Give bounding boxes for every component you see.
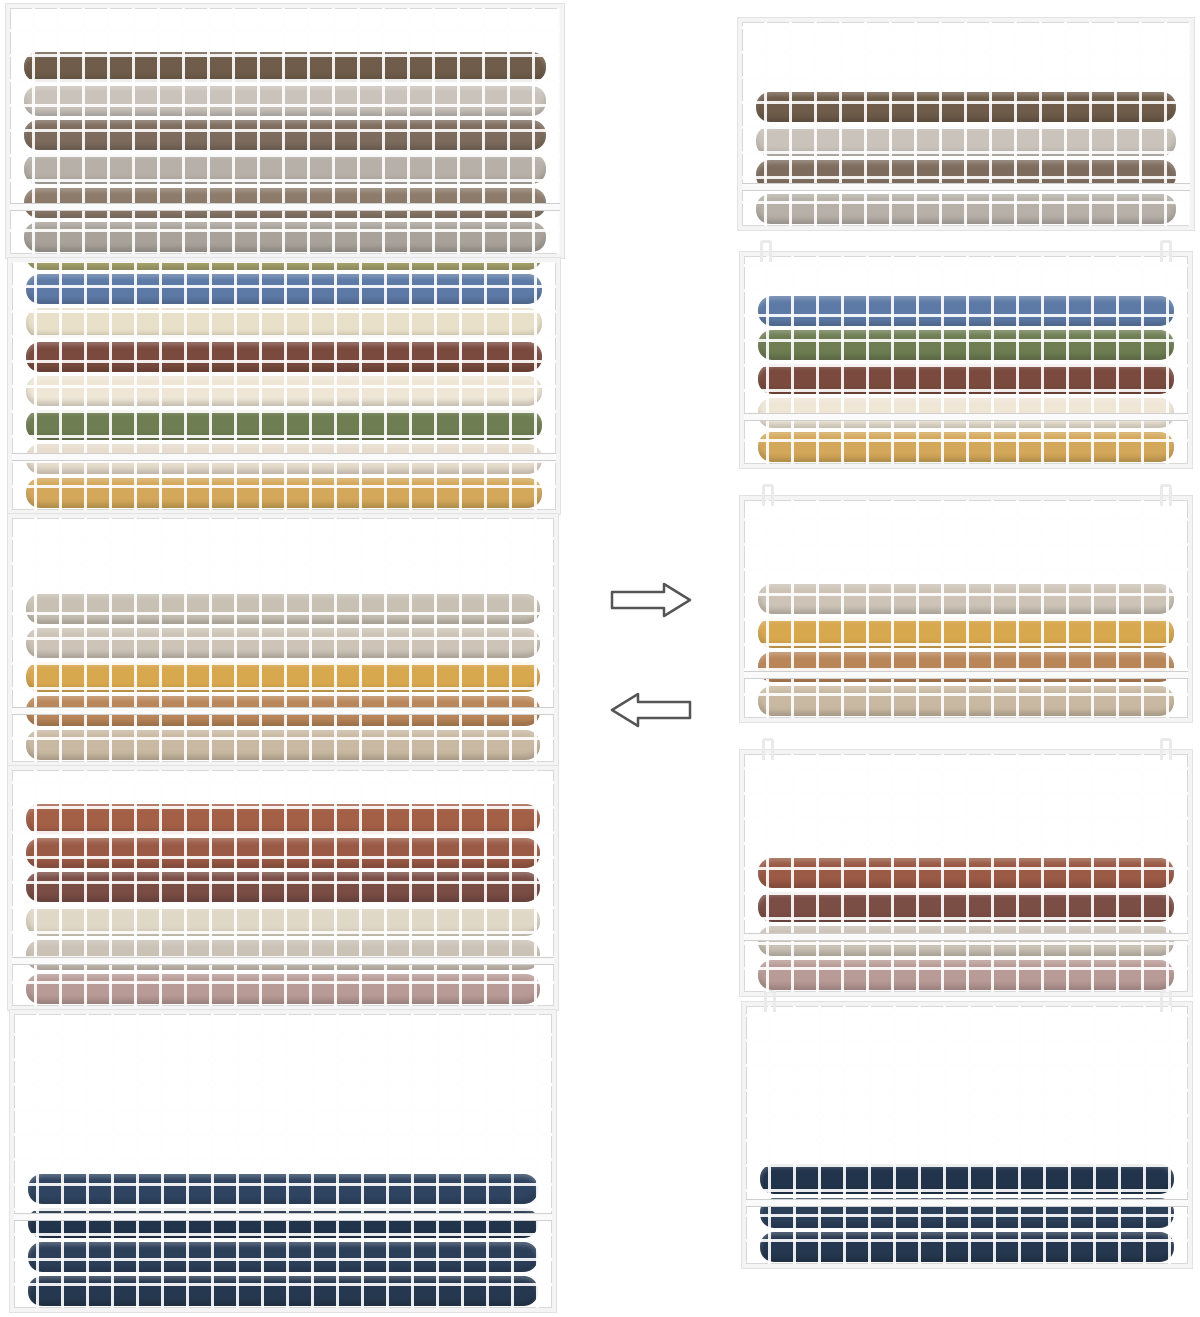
hook-icon — [762, 738, 774, 760]
right-basket-sweaters — [740, 750, 1192, 996]
folded-clothing — [758, 686, 1174, 716]
right-basket-folded-shirts — [740, 496, 1192, 722]
folded-clothing — [760, 1164, 1174, 1194]
folded-clothing — [758, 960, 1174, 990]
folded-clothing — [28, 1208, 538, 1238]
folded-clothing — [760, 1232, 1174, 1262]
hook-icon — [1160, 484, 1172, 506]
folded-clothing — [26, 410, 542, 440]
hook-icon — [1160, 990, 1172, 1012]
folded-clothing — [28, 1242, 538, 1272]
right-basket-shirts — [740, 252, 1192, 468]
folded-clothing — [26, 478, 542, 508]
left-basket-jeans — [10, 1010, 556, 1312]
folded-clothing — [758, 432, 1174, 462]
right-basket-jeans — [742, 1002, 1192, 1268]
folded-clothing — [26, 838, 540, 868]
folded-clothing — [24, 52, 546, 82]
folded-clothing — [758, 926, 1174, 956]
folded-clothing — [756, 92, 1176, 122]
folded-clothing — [24, 86, 546, 116]
folded-clothing — [26, 804, 540, 834]
folded-clothing — [24, 188, 546, 218]
left-basket-folded-shirts — [8, 514, 558, 766]
left-basket-sweaters — [8, 766, 558, 1010]
folded-clothing — [24, 154, 546, 184]
folded-clothing — [26, 662, 540, 692]
folded-clothing — [26, 274, 542, 304]
folded-clothing — [26, 730, 540, 760]
hook-icon — [762, 484, 774, 506]
hook-icon — [764, 990, 776, 1012]
left-basket-towels — [6, 4, 564, 258]
right-basket-towels — [738, 18, 1194, 230]
hook-icon — [1160, 240, 1172, 262]
folded-clothing — [758, 296, 1174, 326]
folded-clothing — [758, 618, 1174, 648]
folded-clothing — [758, 584, 1174, 614]
folded-clothing — [758, 858, 1174, 888]
folded-clothing — [24, 120, 546, 150]
folded-clothing — [26, 342, 542, 372]
folded-clothing — [28, 1276, 538, 1306]
folded-clothing — [758, 398, 1174, 428]
folded-clothing — [26, 872, 540, 902]
folded-clothing — [758, 364, 1174, 394]
hook-icon — [760, 240, 772, 262]
folded-clothing — [26, 376, 542, 406]
folded-clothing — [26, 974, 540, 1004]
folded-clothing — [24, 222, 546, 252]
folded-clothing — [26, 594, 540, 624]
hook-icon — [1160, 738, 1172, 760]
left-basket-shirts — [8, 258, 560, 514]
folded-clothing — [26, 308, 542, 338]
arrow-right-icon — [610, 582, 692, 618]
folded-clothing — [758, 330, 1174, 360]
folded-clothing — [26, 906, 540, 936]
folded-clothing — [26, 940, 540, 970]
arrow-left-icon — [610, 692, 692, 728]
folded-clothing — [26, 262, 542, 270]
folded-clothing — [758, 892, 1174, 922]
folded-clothing — [28, 1174, 538, 1204]
folded-clothing — [756, 126, 1176, 156]
folded-clothing — [756, 194, 1176, 224]
folded-clothing — [26, 628, 540, 658]
